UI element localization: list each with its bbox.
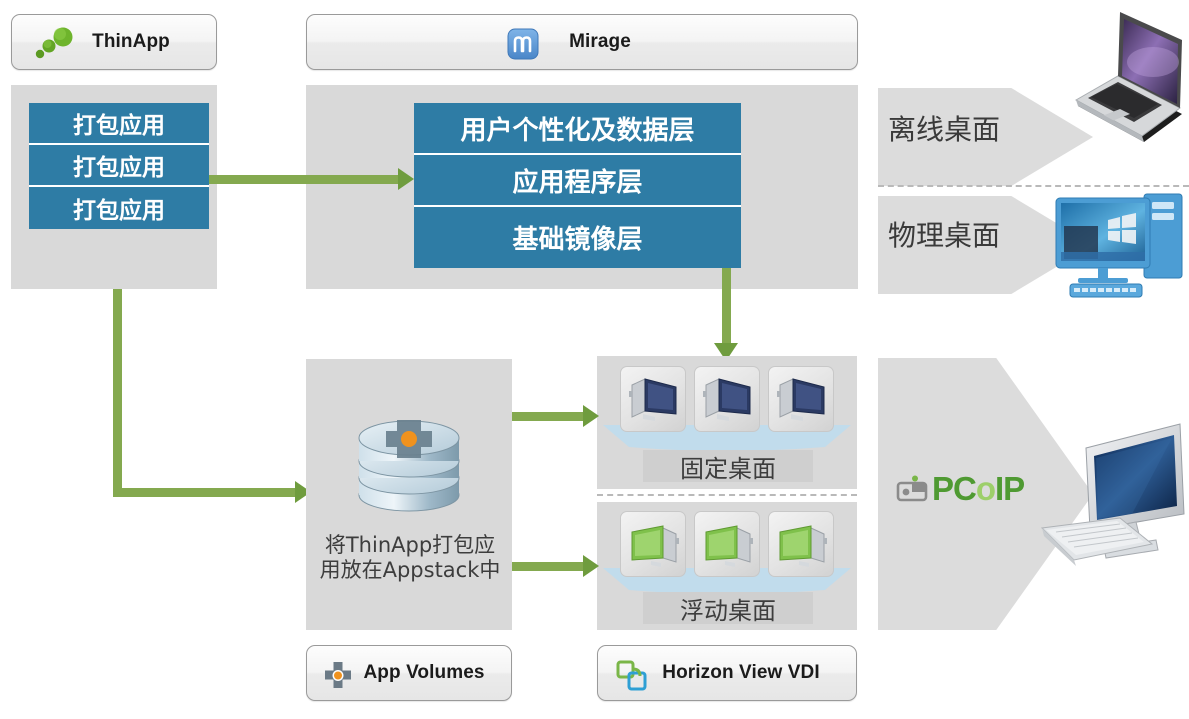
arrow-thinapp-to-appvolumes-horizontal — [113, 488, 296, 497]
pcoip-text-pc: PC — [932, 470, 977, 507]
arrow-appvolumes-to-floating-shaft — [512, 562, 584, 571]
floating-desktop-caption: 浮动桌面 — [643, 592, 813, 625]
thinapp-package-1[interactable]: 打包应用 — [29, 103, 209, 145]
desktop-tower-icon — [1040, 190, 1188, 300]
app-volumes-chip[interactable]: App Volumes — [306, 645, 512, 701]
horizon-chip-label: Horizon View VDI — [662, 662, 820, 683]
thinapp-package-1-label: 打包应用 — [73, 112, 165, 138]
pcoip-text-ip: IP — [995, 470, 1025, 507]
mirage-m-icon — [507, 28, 539, 60]
arrow-appvolumes-to-fixed-shaft — [512, 412, 584, 421]
floating-desktop-tile-1[interactable] — [620, 511, 686, 577]
arrow-appvolumes-to-floating-head — [583, 555, 599, 577]
arrow-thinapp-to-appvolumes-vertical — [113, 289, 122, 497]
pcoip-camera-icon — [896, 475, 930, 503]
laptop-icon — [1058, 10, 1188, 162]
mirage-layer-3[interactable]: 基础镜像层 — [414, 207, 741, 268]
fixed-desktop-tile-3[interactable] — [768, 366, 834, 432]
fixed-desktop-caption: 固定桌面 — [643, 450, 813, 483]
offline-desktop-label: 离线桌面 — [888, 113, 1001, 146]
fixed-desktop-tile-1[interactable] — [620, 366, 686, 432]
mirage-layer-2[interactable]: 应用程序层 — [414, 155, 741, 207]
thinapp-package-3[interactable]: 打包应用 — [29, 187, 209, 229]
mirage-layer-3-label: 基础镜像层 — [512, 224, 643, 254]
fixed-desktop-caption-label: 固定桌面 — [680, 454, 776, 483]
arrow-appvolumes-to-fixed-head — [583, 405, 599, 427]
vdi-group-divider — [597, 494, 857, 496]
physical-desktop-label: 物理桌面 — [888, 219, 1001, 252]
floating-desktop-tile-3[interactable] — [768, 511, 834, 577]
thinapp-package-2-label: 打包应用 — [73, 154, 165, 180]
mirage-layer-1-label: 用户个性化及数据层 — [460, 114, 695, 145]
appstack-note: 将ThinApp打包应 用放在Appstack中 — [312, 533, 508, 583]
pcoip-logo: PC o IP — [896, 468, 1046, 510]
thinapp-chip[interactable]: ThinApp — [11, 14, 217, 70]
app-volumes-chip-label: App Volumes — [363, 662, 485, 683]
app-volumes-cross-icon — [323, 661, 353, 691]
thinapp-chip-label: ThinApp — [92, 31, 170, 52]
mirage-layer-1[interactable]: 用户个性化及数据层 — [414, 103, 741, 155]
thinapp-package-2[interactable]: 打包应用 — [29, 145, 209, 187]
appstack-note-line-1: 将ThinApp打包应 — [324, 533, 496, 557]
floating-desktop-caption-label: 浮动桌面 — [680, 596, 776, 625]
mirage-layer-2-label: 应用程序层 — [512, 166, 643, 197]
arrow-mirage-to-vdi-shaft — [722, 268, 731, 345]
arrow-thinapp-to-mirage-head — [398, 168, 414, 190]
pcoip-text-o: o — [975, 470, 996, 507]
appstack-database-icon — [350, 400, 468, 518]
appstack-note-line-2: 用放在Appstack中 — [319, 557, 501, 582]
thinapp-bubbles-icon — [30, 27, 78, 59]
arrow-thinapp-to-mirage-shaft — [209, 175, 399, 184]
fixed-desktop-tile-2[interactable] — [694, 366, 760, 432]
endpoint-divider — [878, 185, 1189, 187]
horizon-chip[interactable]: Horizon View VDI — [597, 645, 857, 701]
horizon-squares-icon — [616, 660, 648, 692]
monitor-keyboard-icon — [1032, 418, 1189, 578]
floating-desktop-tile-2[interactable] — [694, 511, 760, 577]
mirage-chip-label: Mirage — [569, 31, 631, 52]
mirage-chip[interactable]: Mirage — [306, 14, 858, 70]
thinapp-package-3-label: 打包应用 — [73, 197, 165, 223]
